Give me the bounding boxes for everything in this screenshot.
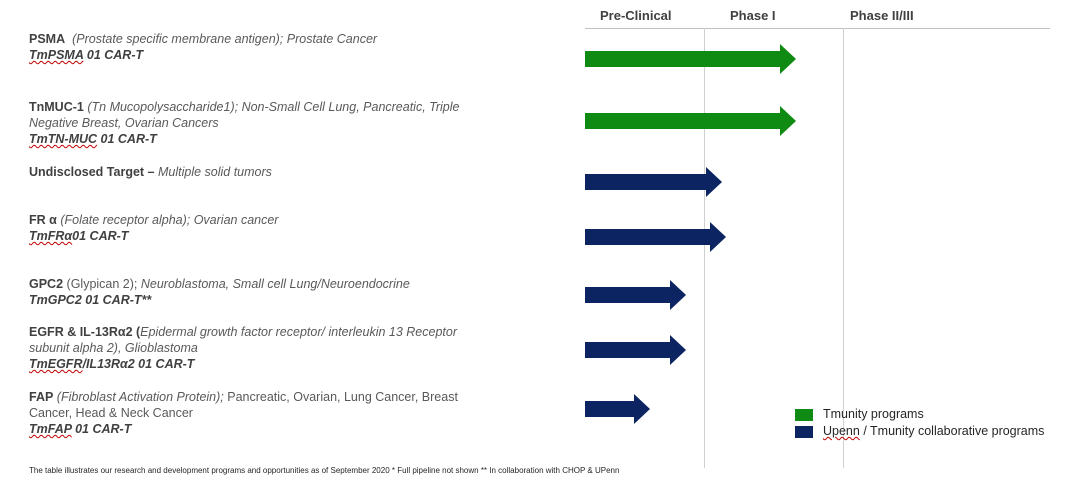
- phase-2-divider: [843, 28, 844, 468]
- footnote: The table illustrates our research and d…: [29, 466, 620, 475]
- column-header-phase-2-3: Phase II/III: [850, 8, 914, 23]
- header-divider: [585, 28, 1050, 29]
- progress-arrow-6: [585, 394, 650, 424]
- progress-arrow-1: [585, 106, 796, 136]
- program-undisclosed: Undisclosed Target – Multiple solid tumo…: [29, 165, 272, 179]
- column-header-preclinical: Pre-Clinical: [600, 8, 672, 23]
- legend-swatch-collab: [795, 425, 813, 438]
- progress-arrow-4: [585, 280, 686, 310]
- progress-arrow-3: [585, 222, 726, 252]
- program-gpc2: GPC2 (Glypican 2); Neuroblastoma, Small …: [29, 277, 410, 307]
- program-fr-alpha: FR α (Folate receptor alpha); Ovarian ca…: [29, 213, 279, 243]
- legend-collab: Upenn / Tmunity collaborative programs: [795, 424, 1044, 438]
- progress-arrow-5: [585, 335, 686, 365]
- legend-swatch-tmunity: [795, 408, 813, 421]
- program-fap: FAP (Fibroblast Activation Protein); Pan…: [29, 390, 458, 436]
- phase-1-divider: [704, 28, 705, 468]
- column-header-phase-1: Phase I: [730, 8, 776, 23]
- program-psma: PSMA (Prostate specific membrane antigen…: [29, 32, 378, 62]
- program-egfr-il13: EGFR & IL-13Rα2 (Epidermal growth factor…: [29, 325, 457, 371]
- progress-arrow-0: [585, 44, 796, 74]
- program-tnmuc1: TnMUC-1 (Tn Mucopolysaccharide1); Non-Sm…: [29, 100, 460, 146]
- legend-tmunity: Tmunity programs: [795, 407, 924, 421]
- progress-arrow-2: [585, 167, 722, 197]
